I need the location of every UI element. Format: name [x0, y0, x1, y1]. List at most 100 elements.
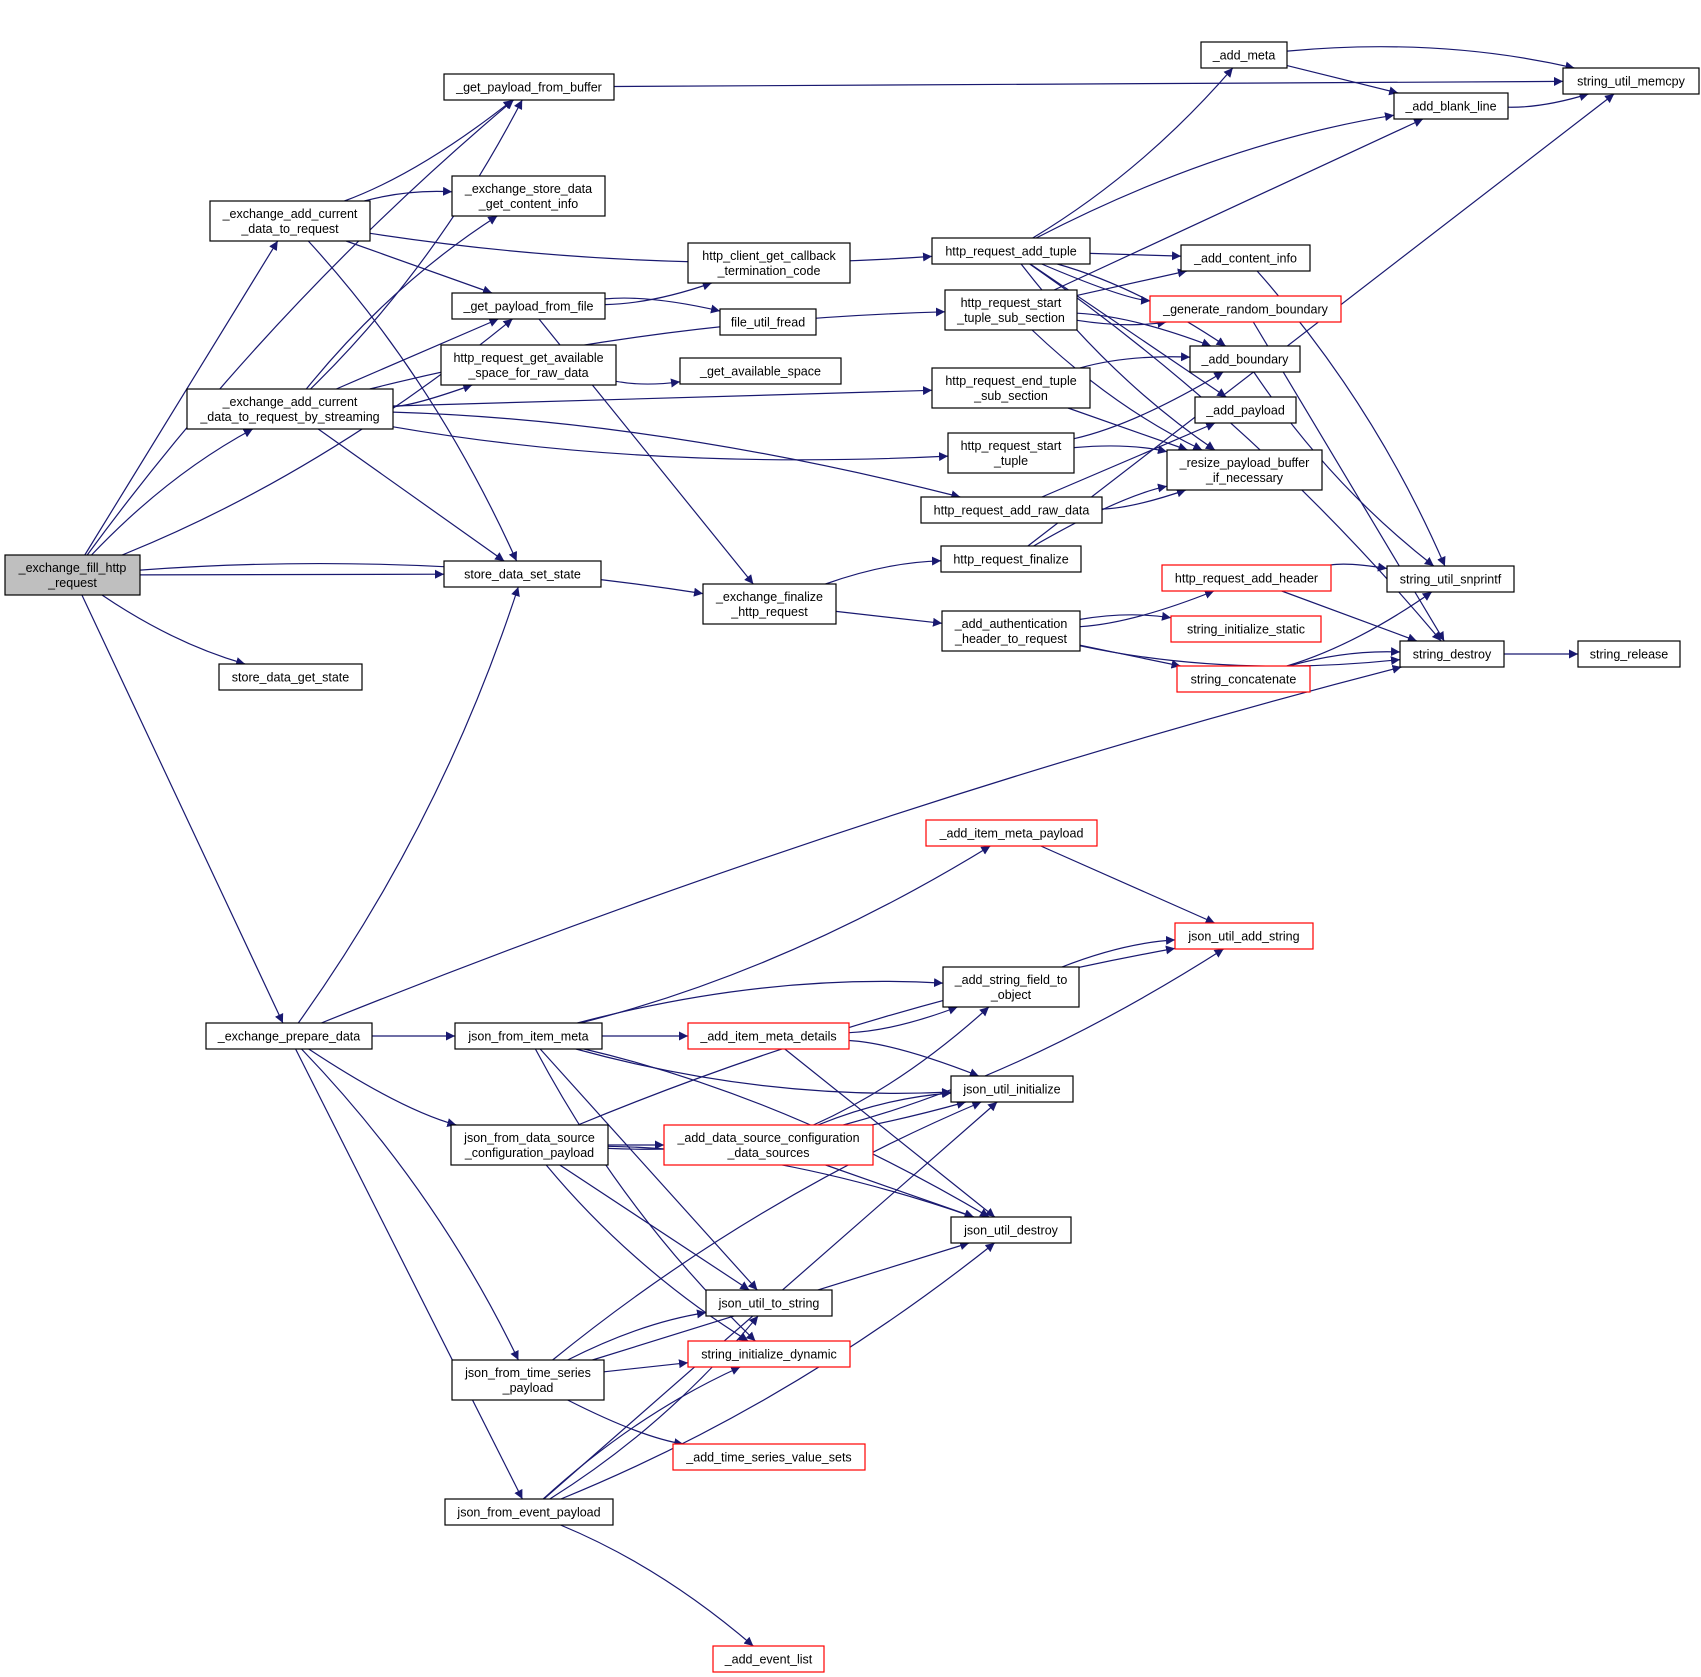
node-http-request-finalize[interactable]: http_request_finalize [940, 545, 1082, 573]
node-label: _get_payload_from_buffer [455, 81, 602, 95]
node-http-request-add-header[interactable]: http_request_add_header [1161, 564, 1332, 592]
node-exchange-add-streaming[interactable]: _exchange_add_current_data_to_request_by… [186, 388, 394, 430]
edge-http_request_get_available-to-get_available_space [615, 378, 681, 388]
node-box [940, 545, 1082, 573]
edge-exchange_add_streaming-to-http_request_end_tuple [392, 386, 933, 407]
node-label: _exchange_finalize [715, 590, 823, 604]
node-store-data-get-state[interactable]: store_data_get_state [218, 663, 363, 691]
node-add-meta[interactable]: _add_meta [1200, 41, 1288, 69]
node-json-util-initialize[interactable]: json_util_initialize [950, 1075, 1074, 1103]
node-string-destroy[interactable]: string_destroy [1399, 640, 1505, 668]
node-http-request-get-available[interactable]: http_request_get_available_space_for_raw… [440, 344, 617, 386]
node-add-boundary[interactable]: _add_boundary [1189, 345, 1301, 373]
node-add-event-list[interactable]: _add_event_list [712, 1645, 825, 1673]
node-label: _exchange_store_data [464, 182, 592, 196]
node-exchange-add-current[interactable]: _exchange_add_current_data_to_request [209, 200, 371, 242]
edge-root-to-exchange_finalize [139, 562, 704, 597]
node-label: _exchange_prepare_data [217, 1030, 361, 1044]
edge-add_string_field-to-json_util_add_string [1061, 935, 1176, 968]
node-box [205, 1022, 373, 1050]
edge-json_from_data_source-to-json_util_add_string [577, 945, 1176, 1126]
node-json-from-event-payload[interactable]: json_from_event_payload [444, 1498, 614, 1526]
edge-add_data_source_config-to-add_string_field [813, 1006, 990, 1126]
node-string-util-memcpy[interactable]: string_util_memcpy [1562, 67, 1700, 95]
node-box [451, 292, 606, 320]
node-box [1189, 345, 1301, 373]
node-get-payload-from-buffer[interactable]: _get_payload_from_buffer [443, 73, 615, 101]
node-exchange-store-data[interactable]: _exchange_store_data_get_content_info [451, 175, 606, 217]
edge-exchange_add_current-to-store_data_set_state [307, 240, 518, 562]
edge-http_request_start_tuple-to-resize_payload_buffer [1073, 445, 1168, 455]
node-json-from-time-series[interactable]: json_from_time_series_payload [451, 1359, 605, 1401]
node-add-authentication[interactable]: _add_authentication_header_to_request [941, 610, 1081, 652]
node-add-content-info[interactable]: _add_content_info [1180, 244, 1311, 272]
node-generate-random-boundary[interactable]: _generate_random_boundary [1149, 295, 1342, 323]
node-box [702, 583, 837, 625]
edge-http_request_end_tuple-to-resize_payload_buffer [1067, 407, 1188, 452]
node-resize-payload-buffer[interactable]: _resize_payload_buffer_if_necessary [1166, 449, 1323, 491]
node-add-item-meta-payload[interactable]: _add_item_meta_payload [925, 819, 1098, 847]
node-json-util-destroy[interactable]: json_util_destroy [950, 1216, 1072, 1244]
node-file-util-fread[interactable]: file_util_fread [719, 308, 817, 336]
node-store-data-set-state[interactable]: store_data_set_state [443, 560, 602, 588]
node-json-from-item-meta[interactable]: json_from_item_meta [454, 1022, 603, 1050]
node-label: _if_necessary [1205, 471, 1284, 485]
node-label: http_request_add_raw_data [934, 504, 1090, 518]
edge-exchange_prepare_data-to-string_destroy [321, 664, 1402, 1024]
node-add-data-source-config[interactable]: _add_data_source_configuration_data_sour… [663, 1124, 874, 1166]
node-box [186, 388, 394, 430]
node-http-request-add-raw-data[interactable]: http_request_add_raw_data [920, 496, 1103, 524]
node-http-request-end-tuple[interactable]: http_request_end_tuple_sub_section [931, 367, 1091, 409]
node-json-util-to-string[interactable]: json_util_to_string [705, 1289, 833, 1317]
node-json-from-data-source[interactable]: json_from_data_source_configuration_payl… [450, 1124, 609, 1166]
node-exchange-finalize[interactable]: _exchange_finalize_http_request [702, 583, 837, 625]
edge-add_authentication-to-string_initialize_static [1079, 611, 1172, 621]
edge-root-to-store_data_get_state [101, 594, 246, 666]
node-label: _tuple [993, 454, 1028, 468]
node-string-util-snprintf[interactable]: string_util_snprintf [1386, 565, 1515, 593]
node-box [450, 1124, 609, 1166]
node-add-item-meta-details[interactable]: _add_item_meta_details [687, 1022, 850, 1050]
node-label: _add_boundary [1201, 353, 1290, 367]
node-label: _add_event_list [724, 1653, 813, 1667]
node-label: _payload [502, 1381, 554, 1395]
node-label: _exchange_add_current [222, 395, 358, 409]
node-http-request-start-tuple[interactable]: http_request_start_tuple [947, 432, 1075, 474]
edge-exchange_add_streaming-to-get_payload_from_file [336, 318, 499, 390]
node-box [687, 1340, 851, 1368]
node-label: _exchange_fill_http [18, 561, 127, 575]
node-root[interactable]: _exchange_fill_http_request [4, 554, 141, 596]
node-label: _header_to_request [954, 632, 1067, 646]
node-add-payload[interactable]: _add_payload [1194, 396, 1297, 424]
node-box [1399, 640, 1505, 668]
node-http-client-get-callback[interactable]: http_client_get_callback_termination_cod… [687, 242, 851, 284]
node-box [451, 1359, 605, 1401]
node-get-payload-from-file[interactable]: _get_payload_from_file [451, 292, 606, 320]
node-string-initialize-dynamic[interactable]: string_initialize_dynamic [687, 1340, 851, 1368]
edge-exchange_finalize-to-http_request_finalize [825, 556, 942, 585]
node-add-string-field[interactable]: _add_string_field_to_object [942, 966, 1080, 1008]
edge-string_concatenate-to-string_destroy [1288, 647, 1401, 667]
node-label: string_util_memcpy [1577, 75, 1685, 89]
node-label: _data_to_request [240, 222, 339, 236]
node-get-available-space[interactable]: _get_available_space [679, 357, 842, 385]
node-add-time-series-value-sets[interactable]: _add_time_series_value_sets [672, 1443, 866, 1471]
node-box [1194, 396, 1297, 424]
node-box [454, 1022, 603, 1050]
node-label: _sub_section [973, 389, 1048, 403]
node-string-concatenate[interactable]: string_concatenate [1176, 665, 1311, 693]
node-add-blank-line[interactable]: _add_blank_line [1393, 92, 1509, 120]
node-box [1386, 565, 1515, 593]
node-json-util-add-string[interactable]: json_util_add_string [1174, 922, 1314, 950]
node-box [1166, 449, 1323, 491]
node-box [925, 819, 1098, 847]
node-http-request-add-tuple[interactable]: http_request_add_tuple [931, 237, 1091, 265]
node-label: json_util_to_string [718, 1297, 820, 1311]
node-string-initialize-static[interactable]: string_initialize_static [1170, 615, 1322, 643]
node-exchange-prepare-data[interactable]: _exchange_prepare_data [205, 1022, 373, 1050]
node-label: store_data_set_state [464, 568, 581, 582]
node-box [1393, 92, 1509, 120]
node-http-request-start-sub[interactable]: http_request_start_tuple_sub_section [944, 289, 1078, 331]
node-string-release[interactable]: string_release [1577, 640, 1681, 668]
